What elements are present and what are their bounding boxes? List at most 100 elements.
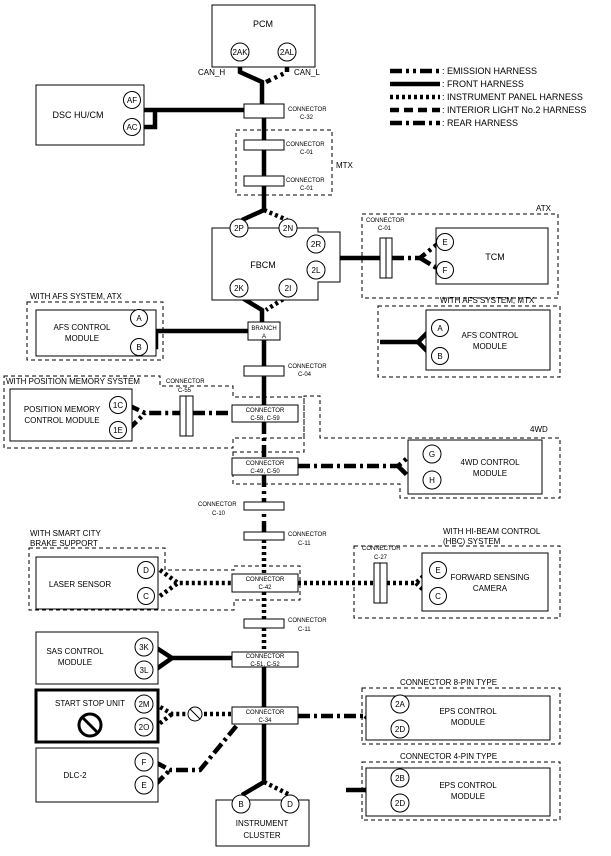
c11b-label-2: C-11 xyxy=(298,627,311,633)
legend-label-front: : FRONT HARNESS xyxy=(442,79,524,89)
can-h-label: CAN_H xyxy=(198,68,225,77)
svg-text:1E: 1E xyxy=(113,426,123,435)
pin-4wd-h: H xyxy=(422,470,442,490)
branch-label-1: BRANCH xyxy=(251,326,276,332)
branch-a xyxy=(247,321,281,341)
laser-box xyxy=(35,556,159,610)
ss-2m-wire xyxy=(153,702,186,717)
legend-item-front: : FRONT HARNESS xyxy=(390,79,524,89)
pin-eps8-2a: 2A xyxy=(390,694,410,714)
can-l-label: CAN_L xyxy=(294,68,320,77)
mtx-group-label: MTX xyxy=(336,161,354,170)
legend-label-interior: : INTERIOR LIGHT No.2 HARNESS xyxy=(442,105,586,115)
svg-text:B: B xyxy=(136,343,141,352)
fbcm-label: FBCM xyxy=(250,260,276,270)
scbs-group-box xyxy=(28,547,301,611)
trunk-wire-4 xyxy=(263,207,288,223)
svg-text:3K: 3K xyxy=(139,643,149,652)
pin-eps8-2d: 2D xyxy=(390,719,410,739)
svg-text:1C: 1C xyxy=(113,401,123,410)
instrument-cluster-label-2: CLUSTER xyxy=(243,831,281,840)
svg-text:A: A xyxy=(136,314,142,323)
position-memory-group-box xyxy=(3,375,305,449)
afs-mtx-group-box xyxy=(377,305,561,378)
svg-text:F: F xyxy=(142,758,147,767)
c01b-label-2: C-01 xyxy=(300,186,314,192)
pin-2i: 2I xyxy=(278,278,298,298)
dlc-f-wire xyxy=(153,722,240,773)
c55-label-1: CONNECTOR xyxy=(166,379,205,385)
pin-2m: 2M xyxy=(134,694,154,714)
pcm-box xyxy=(211,4,316,68)
c42-label-1: CONNECTOR xyxy=(246,577,285,583)
c34-label-1: CONNECTOR xyxy=(246,710,285,716)
pin-2ak: 2AK xyxy=(230,42,250,62)
pin-4wd-g: G xyxy=(422,444,442,464)
laser-label: LASER SENSOR xyxy=(49,580,111,589)
connector-c49-c50 xyxy=(231,457,299,476)
c34-label-2: C-34 xyxy=(258,718,272,724)
afs-atx-group-box xyxy=(26,301,164,361)
c58-label-1: CONNECTOR xyxy=(246,408,285,414)
svg-text:2I: 2I xyxy=(285,284,292,293)
svg-text:D: D xyxy=(143,566,149,575)
legend-label-instrument: : INSTRUMENT PANEL HARNESS xyxy=(442,92,583,102)
pin-3k: 3K xyxy=(134,637,154,657)
fourwd-group-label: 4WD xyxy=(530,425,548,434)
svg-text:2AK: 2AK xyxy=(232,48,248,57)
c10-label-2: C-10 xyxy=(212,511,226,517)
pin-2p: 2P xyxy=(229,218,249,238)
eps8-group-label: CONNECTOR 8-PIN TYPE xyxy=(400,678,497,687)
pin-2n: 2N xyxy=(278,218,298,238)
dsc-label: DSC HU/CM xyxy=(53,110,104,120)
c01a-label-2: C-01 xyxy=(300,150,314,156)
prohibited-connector-icon xyxy=(187,706,203,722)
connector-c01-a xyxy=(243,139,285,151)
pin-2r: 2R xyxy=(306,234,326,254)
svg-text:2D: 2D xyxy=(395,725,405,734)
c27-label-2: C-27 xyxy=(374,555,388,561)
hbc-group-label-2: (HBC) SYSTEM xyxy=(443,537,501,546)
eps8-group-box xyxy=(361,687,561,745)
eps4-label-2: MODULE xyxy=(451,792,485,801)
position-memory-group-label: WITH POSITION MEMORY SYSTEM xyxy=(6,377,140,386)
pin-dlc-e: E xyxy=(134,775,154,795)
svg-text:C: C xyxy=(143,592,149,601)
connector-c32 xyxy=(243,103,285,119)
svg-text:H: H xyxy=(429,476,435,485)
pin-2k: 2K xyxy=(229,278,249,298)
pin-tcm-f: F xyxy=(436,261,454,279)
connector-c34 xyxy=(231,706,299,725)
sas-label-1: SAS CONTROL xyxy=(46,647,104,656)
afs-mtx-wire xyxy=(380,326,434,345)
svg-text:2N: 2N xyxy=(283,224,293,233)
dsc-can-l-wire xyxy=(140,112,158,130)
c04-label-1: CONNECTOR xyxy=(288,364,327,370)
fourwd-label-1: 4WD CONTROL xyxy=(460,458,520,467)
svg-text:B: B xyxy=(437,352,442,361)
hbc-group-box xyxy=(353,545,561,619)
svg-text:AF: AF xyxy=(127,96,137,105)
legend-label-emission: : EMISSION HARNESS xyxy=(442,66,537,76)
pin-laser-c: C xyxy=(137,587,155,605)
svg-text:2A: 2A xyxy=(395,700,405,709)
position-memory-label-1: POSITION MEMORY xyxy=(24,405,101,414)
eps8-label-1: EPS CONTROL xyxy=(439,707,497,716)
svg-text:2D: 2D xyxy=(395,799,405,808)
prohibited-icon xyxy=(77,712,103,738)
start-stop-label: START STOP UNIT xyxy=(55,699,125,708)
c04-label-2: C-04 xyxy=(298,372,312,378)
c11a-label-2: C-11 xyxy=(298,541,311,547)
fourwd-group-box xyxy=(232,395,561,499)
connector-c01-b xyxy=(243,175,285,187)
c55-label-2: C-55 xyxy=(178,388,192,394)
pin-laser-d: D xyxy=(137,561,155,579)
c11b-label-1: CONNECTOR xyxy=(288,618,327,624)
svg-text:F: F xyxy=(443,266,448,275)
c51-label-2: C-51, C-52 xyxy=(250,662,280,668)
pm-1c-wire xyxy=(127,402,180,416)
c01b-label-1: CONNECTOR xyxy=(286,178,325,184)
pcm-label: PCM xyxy=(253,19,273,29)
